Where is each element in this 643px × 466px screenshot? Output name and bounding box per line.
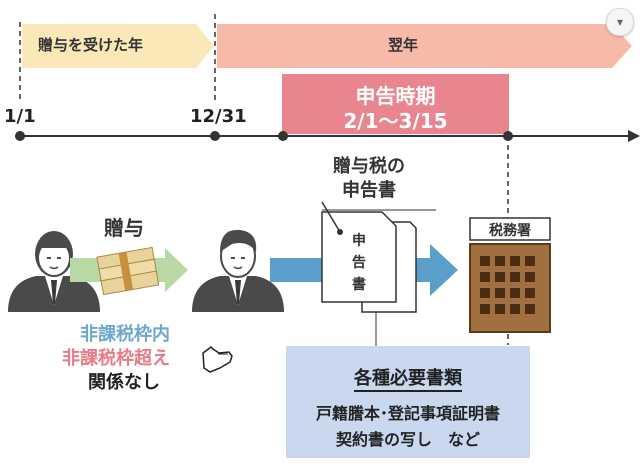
document-char: 書: [352, 277, 366, 293]
filing-period-range: 2/1～3/15: [343, 109, 448, 133]
person-icon: [8, 231, 100, 312]
tax-office-building-icon: [469, 217, 551, 333]
not-related-label: 関係なし: [88, 372, 160, 393]
document-icon: [321, 201, 417, 313]
tax-return-label-line2: 申告書: [342, 180, 396, 201]
required-documents-title: 各種必要書類: [286, 364, 530, 392]
timeline-point-period-start: [278, 131, 288, 141]
document-char: 申: [352, 233, 366, 249]
pointing-hand-icon: [202, 346, 233, 373]
timeline-arrowhead: [628, 130, 640, 142]
timeline-point-start: [15, 131, 25, 141]
gift-year-arrow: [22, 24, 214, 68]
tax-return-label-line1: 贈与税の: [333, 156, 405, 177]
required-documents-line1: 戸籍謄本･登記事項証明書: [315, 404, 500, 423]
next-year-arrow: [217, 24, 632, 68]
tax-office-label: 税務署: [489, 223, 531, 239]
person-icon: [192, 229, 284, 312]
timeline-point-year-end: [210, 131, 220, 141]
over-exemption-label: 非課税枠超え: [62, 348, 170, 369]
timeline-point-deadline: [503, 131, 513, 141]
menu-chevron-icon[interactable]: ▾: [606, 8, 634, 36]
filing-period-box: [282, 74, 509, 134]
required-documents-line2: 契約書の写し など: [335, 430, 480, 449]
filing-period-title: 申告時期: [355, 84, 436, 108]
date-end-label: 12/31: [190, 106, 247, 127]
money-bundle-icon: [96, 246, 160, 296]
gift-year-label: 贈与を受けた年: [38, 36, 144, 54]
required-documents-box: 各種必要書類 戸籍謄本･登記事項証明書 契約書の写し など: [286, 346, 530, 458]
within-exemption-label: 非課税枠内: [80, 324, 170, 345]
date-start-label: 1/1: [4, 106, 36, 127]
gift-label: 贈与: [104, 216, 144, 240]
document-char: 告: [352, 255, 366, 271]
next-year-label: 翌年: [388, 36, 419, 54]
